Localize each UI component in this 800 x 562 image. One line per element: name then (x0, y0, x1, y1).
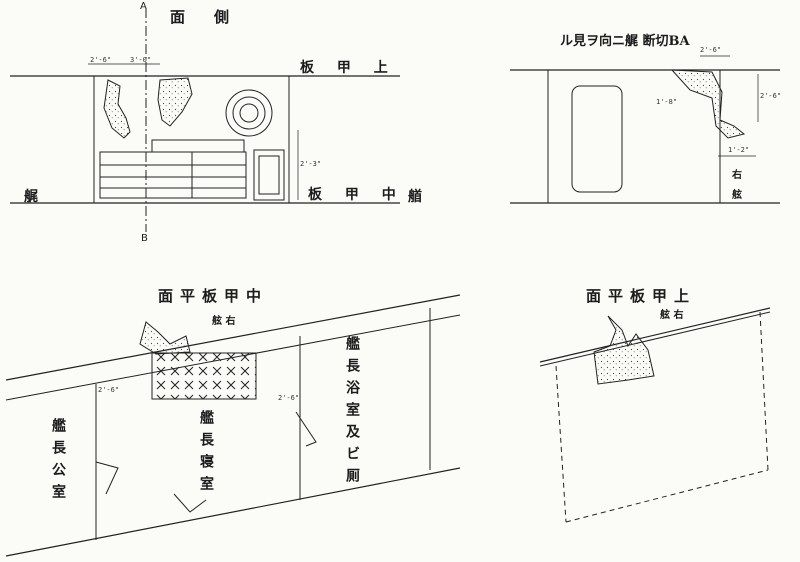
bathtub (571, 85, 623, 193)
dimension-label: 3'-0" (130, 56, 152, 64)
side-elevation (10, 8, 400, 232)
upper-deck-label: 板 甲 上 (300, 60, 397, 76)
upper-deck-plan (539, 307, 771, 523)
door-swing (95, 461, 119, 495)
deck-edge-dashed (565, 469, 769, 523)
tiled-bath-area (151, 352, 257, 400)
starboard-side-label: 舷 右 (212, 316, 236, 327)
bunk-drawers (99, 151, 247, 199)
hull-line-bottom (5, 467, 461, 557)
section-marker-b: B (141, 233, 148, 244)
bed-headboard (151, 139, 245, 152)
port-label: 舷 (732, 190, 742, 201)
cabinet-door (253, 149, 285, 201)
hull-line (539, 307, 771, 363)
dimension-label: 1'-2" (728, 146, 750, 154)
damage-area (103, 79, 131, 139)
deck-edge-dashed (555, 365, 567, 523)
side-view-title: 面 側 (170, 8, 237, 26)
dimension-label: 2'-6" (98, 386, 120, 394)
stern-label: 艉 (24, 189, 47, 205)
middle-deck-label: 板 甲 中 (308, 187, 405, 203)
dimension-label: 2'-6" (278, 394, 300, 402)
dimension-label: 1'-8" (656, 98, 678, 106)
damage-area (670, 69, 746, 139)
dimension-label: 2'-6" (760, 92, 782, 100)
upper-plan-title: 面平板甲上 (586, 287, 697, 305)
office-room-label: 艦長公室 (50, 418, 66, 506)
deck-edge-dashed (759, 311, 769, 471)
door-swing (173, 493, 207, 513)
middle-plan-title: 面平板甲中 (158, 287, 269, 305)
starboard-label: 右 (732, 170, 742, 181)
dimension-label: 2'-6" (700, 46, 722, 54)
section-view (510, 55, 780, 204)
cabinet-panel (258, 155, 280, 195)
bedroom-label: 艦長寝室 (198, 410, 214, 498)
bath-room-label: 艦長浴室及ビ厠 (344, 336, 360, 490)
porthole-glass (239, 103, 259, 123)
porthole (225, 89, 273, 137)
damage-area (593, 315, 655, 385)
section-marker-a: A (140, 1, 147, 12)
damage-area (157, 77, 193, 127)
dimension-label: 2'-6" (90, 56, 112, 64)
porthole-ring (232, 96, 266, 130)
door-swing (295, 411, 317, 447)
dimension-label: 2'-3" (300, 160, 322, 168)
starboard-side-label: 舷 右 (660, 310, 684, 321)
section-view-title: ル見ヲ向ニ艉 断切BA (560, 34, 690, 49)
hull-line-inner (539, 311, 771, 367)
bow-label: 艏 (408, 189, 431, 205)
damage-area (139, 321, 191, 355)
middle-deck-plan (5, 294, 461, 557)
hull-line-outer (5, 294, 461, 381)
